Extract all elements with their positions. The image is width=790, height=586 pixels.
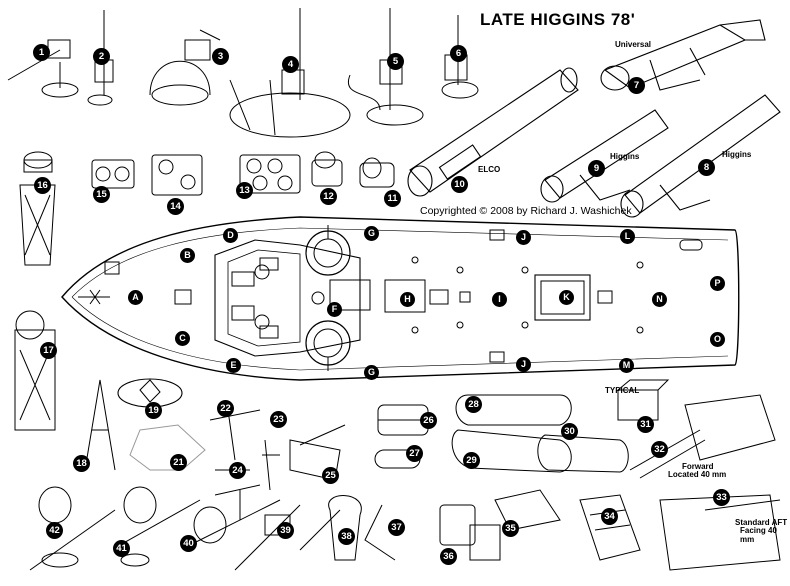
callout-34: 34 <box>601 508 618 525</box>
deck-letter-a: A <box>128 290 143 305</box>
tag-elco: ELCO <box>478 165 501 174</box>
callout-27: 27 <box>406 445 423 462</box>
callout-17: 17 <box>40 342 57 359</box>
callout-36: 36 <box>440 548 457 565</box>
tag-higgins-a: Higgins <box>610 152 640 161</box>
deck-letter-i: I <box>492 292 507 307</box>
torpedo-tubes <box>407 19 781 218</box>
callout-12: 12 <box>320 188 337 205</box>
callout-2: 2 <box>93 48 110 65</box>
depth-charges <box>91 151 395 196</box>
deck-letter-k: K <box>559 290 574 305</box>
callout-42: 42 <box>46 522 63 539</box>
callout-23: 23 <box>270 411 287 428</box>
tag-higgins-b: Higgins <box>722 150 752 159</box>
callout-4: 4 <box>282 56 299 73</box>
callout-30: 30 <box>561 423 578 440</box>
deck-letter-l: L <box>620 229 635 244</box>
callout-14: 14 <box>167 198 184 215</box>
tag-aft-1: Standard AFT <box>735 518 788 527</box>
callout-39: 39 <box>277 522 294 539</box>
callout-1: 1 <box>33 44 50 61</box>
deck-letter-e: E <box>226 358 241 373</box>
deck-letter-b: B <box>180 248 195 263</box>
callout-21: 21 <box>170 454 187 471</box>
callout-33: 33 <box>713 489 730 506</box>
masts-and-insignia <box>14 151 206 471</box>
callout-11: 11 <box>384 190 401 207</box>
callout-3: 3 <box>212 48 229 65</box>
callout-29: 29 <box>463 452 480 469</box>
deck-letter-g-bottom: G <box>364 365 379 380</box>
callout-22: 22 <box>217 400 234 417</box>
callout-10: 10 <box>451 176 468 193</box>
copyright-notice: Copyrighted © 2008 by Richard J. Washich… <box>420 205 632 217</box>
deck-letter-f: F <box>327 302 342 317</box>
callout-18: 18 <box>73 455 90 472</box>
top-gun-mounts <box>7 8 479 138</box>
callout-38: 38 <box>338 528 355 545</box>
deck-letter-j-top: J <box>516 230 531 245</box>
deck-letter-d: D <box>223 228 238 243</box>
tag-typical: TYPICAL <box>605 386 640 395</box>
callout-32: 32 <box>651 441 668 458</box>
callout-9: 9 <box>588 160 605 177</box>
lower-guns <box>29 394 781 571</box>
diagram-title: LATE HIGGINS 78' <box>480 10 636 29</box>
tag-aft-2: Facing 40 mm <box>740 526 777 544</box>
callout-19: 19 <box>145 402 162 419</box>
deck-letter-m: M <box>619 358 634 373</box>
callout-25: 25 <box>322 467 339 484</box>
callout-35: 35 <box>502 520 519 537</box>
callout-7: 7 <box>628 77 645 94</box>
callout-13: 13 <box>236 182 253 199</box>
deck-letter-c: C <box>175 331 190 346</box>
deck-letter-h: H <box>400 292 415 307</box>
tag-universal: Universal <box>615 40 652 49</box>
callout-31: 31 <box>637 416 654 433</box>
callout-6: 6 <box>450 45 467 62</box>
tag-forward-2: Located 40 mm <box>668 470 727 479</box>
deck-letter-n: N <box>652 292 667 307</box>
tag-forward-1: Forward <box>682 462 714 471</box>
callout-28: 28 <box>465 396 482 413</box>
callout-16: 16 <box>34 177 51 194</box>
callout-5: 5 <box>387 53 404 70</box>
hull-deck-plan <box>61 216 740 381</box>
deck-letter-p: P <box>710 276 725 291</box>
callout-37: 37 <box>388 519 405 536</box>
callout-8: 8 <box>698 159 715 176</box>
callout-15: 15 <box>93 186 110 203</box>
deck-letter-o: O <box>710 332 725 347</box>
deck-letter-j-bottom: J <box>516 357 531 372</box>
callout-41: 41 <box>113 540 130 557</box>
callout-26: 26 <box>420 412 437 429</box>
deck-letter-g-top: G <box>364 226 379 241</box>
callout-40: 40 <box>180 535 197 552</box>
callout-24: 24 <box>229 462 246 479</box>
